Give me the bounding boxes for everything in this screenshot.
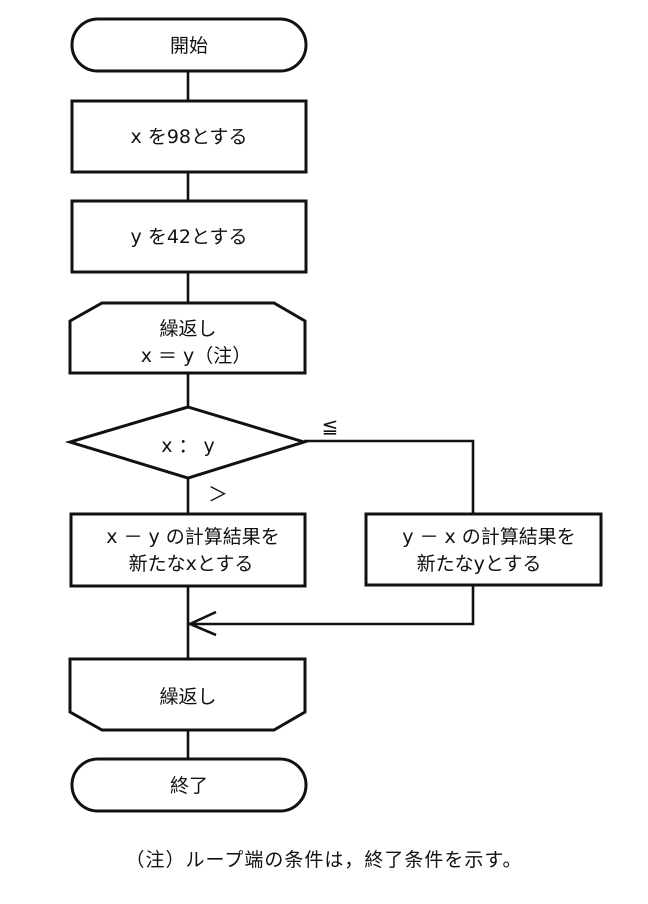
end-terminator: 終了 — [70, 757, 308, 813]
process-update-y-line2: 新たなyとする — [417, 553, 542, 575]
branch-label-le: ≦ — [322, 414, 339, 438]
start-terminator: 開始 — [70, 17, 308, 73]
process-set-x: x を98とする — [70, 99, 308, 174]
connector-decision-right — [304, 439, 475, 514]
end-label: 終了 — [170, 775, 208, 797]
decision-compare: x ： y — [64, 405, 310, 480]
loop-start-condition: x ＝ y（注） — [141, 345, 252, 367]
merge-arrowhead-icon — [186, 610, 217, 637]
branch-label-gt: ＞ — [208, 482, 228, 506]
connector-right-merge — [189, 585, 475, 626]
loop-end-label: 繰返し — [159, 686, 216, 708]
process-update-x-line2: 新たなxとする — [129, 553, 254, 575]
loop-end: 繰返し — [68, 657, 307, 732]
footnote: （注）ループ端の条件は，終了条件を示す。 — [125, 849, 523, 871]
loop-start-title: 繰返し — [159, 318, 216, 340]
loop-start: 繰返し x ＝ y（注） — [68, 301, 307, 375]
process-set-y: y を42とする — [70, 199, 308, 274]
process-update-x-line1: x － y の計算結果を — [106, 526, 280, 548]
start-label: 開始 — [170, 35, 208, 57]
process-set-x-label: x を98とする — [131, 126, 248, 148]
process-update-x: x － y の計算結果を 新たなxとする — [69, 512, 307, 588]
process-update-y-line1: y － x の計算結果を — [402, 526, 576, 548]
decision-label: x ： y — [161, 435, 215, 457]
process-update-y: y － x の計算結果を 新たなyとする — [364, 512, 603, 587]
process-set-y-label: y を42とする — [131, 226, 248, 248]
